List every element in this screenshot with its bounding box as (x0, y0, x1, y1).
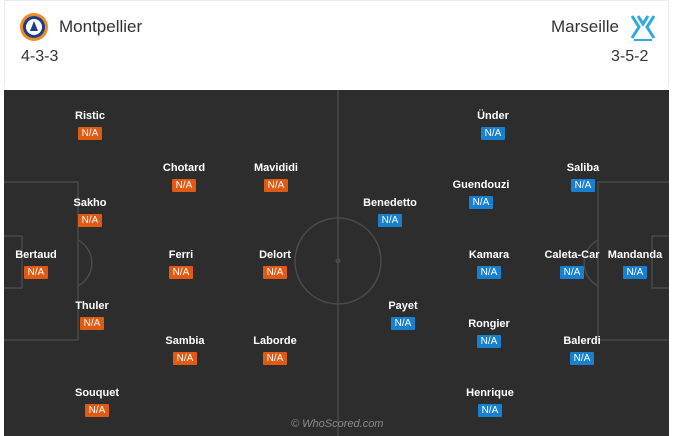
pitch-lines (4, 90, 669, 436)
home-player-delort[interactable]: Delort N/A (235, 248, 315, 280)
away-formation: 3-5-2 (611, 48, 649, 65)
pitch: Ristic N/A Chotard N/A Mavididi N/A Sakh… (4, 90, 669, 436)
player-name: Ferri (168, 249, 194, 261)
player-name: Guendouzi (452, 179, 510, 191)
home-player-ristic[interactable]: Ristic N/A (50, 109, 130, 141)
away-player-saliba[interactable]: Saliba N/A (543, 161, 623, 193)
player-name: Benedetto (363, 197, 417, 209)
player-rating: N/A (476, 335, 502, 348)
home-player-thuler[interactable]: Thuler N/A (52, 299, 132, 331)
home-player-sakho[interactable]: Sakho N/A (50, 196, 130, 228)
match-header: Montpellier 4-3-3 Marseille 3-5-2 (4, 0, 669, 86)
player-name: Bertaud (15, 249, 57, 261)
away-player-under[interactable]: Ünder N/A (453, 109, 533, 141)
away-player-kamara[interactable]: Kamara N/A (449, 248, 529, 280)
player-name: Caleta-Car (544, 249, 600, 261)
away-player-guendouzi[interactable]: Guendouzi N/A (441, 178, 521, 210)
home-player-souquet[interactable]: Souquet N/A (57, 386, 137, 418)
home-player-sambia[interactable]: Sambia N/A (145, 334, 225, 366)
home-player-bertaud[interactable]: Bertaud N/A (4, 248, 76, 280)
whoscored-watermark: © WhoScored.com (291, 418, 384, 430)
player-name: Sambia (165, 335, 205, 347)
home-formation: 4-3-3 (21, 48, 59, 65)
player-rating: N/A (476, 266, 502, 279)
player-rating: N/A (263, 179, 289, 192)
player-rating: N/A (477, 404, 503, 417)
away-player-mandanda[interactable]: Mandanda N/A (595, 248, 669, 280)
player-rating: N/A (390, 317, 416, 330)
player-rating: N/A (569, 352, 595, 365)
player-rating: N/A (171, 179, 197, 192)
player-name: Souquet (75, 387, 119, 399)
home-team-name[interactable]: Montpellier (59, 17, 143, 36)
marseille-crest-icon (630, 15, 656, 41)
player-rating: N/A (480, 127, 506, 140)
player-rating: N/A (172, 352, 198, 365)
away-player-henrique[interactable]: Henrique N/A (450, 386, 530, 418)
player-name: Chotard (162, 162, 206, 174)
away-player-payet[interactable]: Payet N/A (363, 299, 443, 331)
player-name: Saliba (566, 162, 600, 174)
player-rating: N/A (262, 266, 288, 279)
player-rating: N/A (570, 179, 596, 192)
away-player-rongier[interactable]: Rongier N/A (449, 317, 529, 349)
player-rating: N/A (468, 196, 494, 209)
away-player-balerdi[interactable]: Balerdi N/A (542, 334, 622, 366)
player-rating: N/A (262, 352, 288, 365)
player-rating: N/A (559, 266, 585, 279)
montpellier-crest-icon (20, 13, 48, 41)
player-name: Mavididi (253, 162, 298, 174)
player-rating: N/A (77, 214, 103, 227)
player-rating: N/A (168, 266, 194, 279)
player-name: Ristic (75, 110, 105, 122)
player-name: Thuler (75, 300, 109, 312)
player-name: Ünder (477, 110, 509, 122)
player-rating: N/A (84, 404, 110, 417)
player-name: Kamara (468, 249, 510, 261)
player-rating: N/A (77, 127, 103, 140)
player-rating: N/A (79, 317, 105, 330)
player-rating: N/A (622, 266, 648, 279)
player-name: Balerdi (563, 335, 601, 347)
away-player-benedetto[interactable]: Benedetto N/A (350, 196, 430, 228)
player-name: Mandanda (607, 249, 663, 261)
player-name: Sakho (73, 197, 107, 209)
home-player-ferri[interactable]: Ferri N/A (141, 248, 221, 280)
home-player-chotard[interactable]: Chotard N/A (144, 161, 224, 193)
player-name: Payet (388, 300, 418, 312)
player-name: Rongier (468, 318, 510, 330)
home-player-laborde[interactable]: Laborde N/A (235, 334, 315, 366)
player-name: Henrique (466, 387, 514, 399)
player-rating: N/A (23, 266, 49, 279)
player-rating: N/A (377, 214, 403, 227)
away-player-caleta-car[interactable]: Caleta-Car N/A (532, 248, 612, 280)
away-team-name[interactable]: Marseille (551, 17, 620, 36)
player-name: Laborde (253, 335, 297, 347)
home-player-mavididi[interactable]: Mavididi N/A (236, 161, 316, 193)
player-name: Delort (259, 249, 291, 261)
